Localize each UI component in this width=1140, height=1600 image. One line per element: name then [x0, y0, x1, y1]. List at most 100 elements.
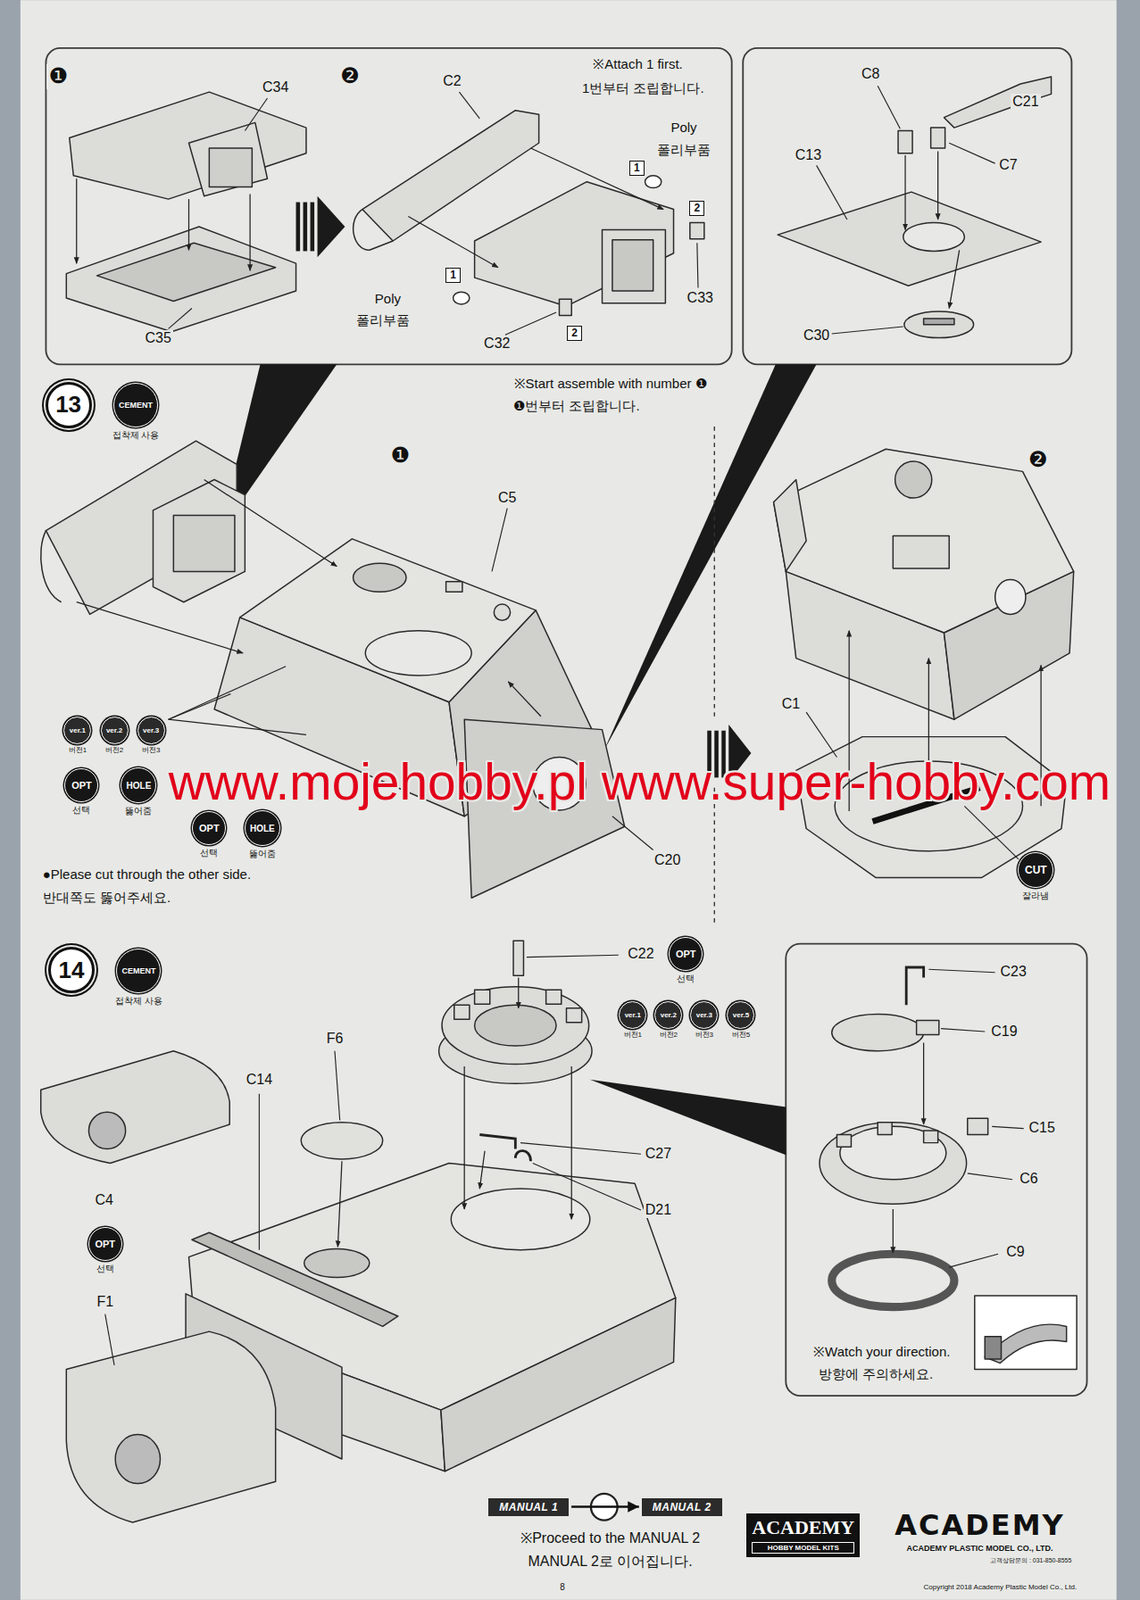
part-number: C34: [260, 79, 291, 96]
step-number: 14: [48, 947, 95, 994]
order-number-box: 1: [629, 160, 645, 176]
node-text: ver.1: [624, 1011, 641, 1020]
node-text: HOLE: [249, 823, 275, 834]
node-caption: 접착제 사용: [114, 996, 164, 1007]
step-marker: ❷: [338, 64, 362, 90]
version-badge: ver.3버전3: [137, 716, 166, 745]
part-number: C7: [997, 157, 1019, 174]
note-text: 방향에 주의하세요.: [816, 1366, 935, 1382]
note-text: MANUAL 2로 이어집니다.: [525, 1554, 694, 1571]
part-name: 폴리부품: [354, 312, 412, 328]
part-number: C9: [1004, 1244, 1026, 1261]
node-caption: 버전1: [67, 747, 88, 756]
node-text: ver.1: [69, 726, 86, 735]
part-number: C5: [496, 490, 518, 507]
flow-arrow: [571, 1506, 640, 1509]
symbol-badge: CEMENT접착제 사용: [116, 948, 161, 994]
node-text: 13: [55, 391, 82, 419]
node-text: OPT: [675, 948, 697, 960]
symbol-badge: CUT잘라냄: [1017, 852, 1054, 889]
note-text: ※Attach 1 first.: [590, 56, 685, 72]
node-text: ver.3: [696, 1011, 713, 1020]
node-text: MANUAL 2: [652, 1501, 712, 1515]
node-text: OPT: [94, 1239, 116, 1250]
contact-text: 고객상담문의 : 031-850-8555: [988, 1557, 1074, 1565]
part-name: Poly: [668, 119, 699, 135]
symbol-badge: CEMENT접착제 사용: [113, 382, 159, 428]
note-text: 1번부터 조립합니다.: [580, 80, 707, 96]
order-number-box: 1: [445, 267, 461, 283]
part-number: C8: [859, 66, 882, 83]
brand-logo: ACADEMY: [892, 1509, 1066, 1543]
part-number: C23: [998, 964, 1029, 981]
step-marker: ❶: [46, 64, 70, 90]
order-number-box: 2: [689, 200, 705, 217]
node-caption: 버전1: [623, 1031, 643, 1041]
part-number: C19: [989, 1023, 1019, 1041]
node-caption: 버전5: [731, 1031, 751, 1041]
note-text: ※Watch your direction.: [811, 1344, 952, 1360]
part-number: C27: [643, 1146, 674, 1163]
node-text: ver.2: [106, 726, 123, 735]
node-text: 2: [693, 201, 700, 215]
symbol-badge: HOLE뚫어줌: [120, 767, 157, 804]
node-text: 2: [571, 326, 578, 340]
part-number: C20: [652, 852, 683, 869]
node-caption: HOBBY MODEL KITS: [751, 1542, 855, 1555]
part-number: C21: [1010, 93, 1041, 110]
symbol-badge: OPT선택: [191, 811, 226, 846]
note-text: ※Proceed to the MANUAL 2: [518, 1531, 702, 1548]
node-caption: 버전2: [104, 747, 125, 756]
node-caption: 버전2: [658, 1031, 679, 1041]
node-text: 1: [449, 268, 457, 282]
part-number: C1: [780, 696, 802, 713]
part-number: C30: [801, 327, 832, 344]
step-number: 13: [45, 382, 92, 429]
symbol-badge: OPT선택: [64, 768, 99, 803]
part-number: C22: [625, 946, 656, 963]
node-text: 14: [58, 956, 85, 985]
symbol-badge: OPT선택: [668, 937, 703, 972]
company-name: ACADEMY PLASTIC MODEL CO., LTD.: [905, 1544, 1056, 1554]
node-text: ver.3: [142, 726, 159, 735]
manual-tab: MANUAL 2: [641, 1498, 723, 1517]
watermark: www.mojehobby.pl www.super-hobby.com: [168, 757, 1111, 809]
part-number: F6: [324, 1031, 346, 1048]
node-text: CUT: [1024, 864, 1048, 877]
node-text: OPT: [71, 780, 92, 791]
node-text: OPT: [199, 823, 220, 834]
part-number: C35: [143, 330, 174, 347]
node-text: CEMENT: [118, 400, 153, 410]
symbol-badge: OPT선택: [88, 1227, 123, 1262]
node-caption: 버전3: [141, 747, 161, 756]
symbol-badge: HOLE뚫어줌: [244, 810, 281, 847]
part-number: D21: [643, 1202, 674, 1219]
node-caption: 선택: [199, 848, 219, 858]
version-badge: ver.3버전3: [690, 1001, 718, 1030]
part-number: C4: [92, 1192, 115, 1209]
part-number: C32: [482, 335, 512, 352]
part-number: C33: [685, 290, 716, 307]
node-text: CEMENT: [121, 966, 156, 976]
node-text: HOLE: [126, 781, 152, 791]
node-caption: 뚫어줌: [124, 806, 153, 816]
version-badge: ver.2버전2: [654, 1001, 683, 1030]
part-number: C15: [1027, 1120, 1057, 1137]
node-caption: 뚫어줌: [248, 848, 277, 859]
node-text: MANUAL 1: [499, 1501, 558, 1515]
part-name: Poly: [373, 291, 403, 307]
version-badge: ver.1버전1: [618, 1001, 647, 1030]
node-text: ver.2: [660, 1011, 677, 1020]
part-number: C6: [1017, 1171, 1040, 1188]
node-text: ACADEMY: [751, 1517, 855, 1540]
node-caption: 선택: [71, 805, 92, 816]
node-text: 1: [633, 161, 641, 175]
brand-box: ACADEMY HOBBY MODEL KITS: [746, 1514, 860, 1557]
version-badge: ver.2버전2: [100, 716, 129, 745]
step-marker: ❷: [1026, 448, 1050, 474]
manual-tab: MANUAL 1: [488, 1498, 569, 1517]
note-text: ❶번부터 조립합니다.: [511, 398, 641, 414]
part-number: F1: [94, 1294, 116, 1311]
order-number-box: 2: [566, 325, 583, 342]
